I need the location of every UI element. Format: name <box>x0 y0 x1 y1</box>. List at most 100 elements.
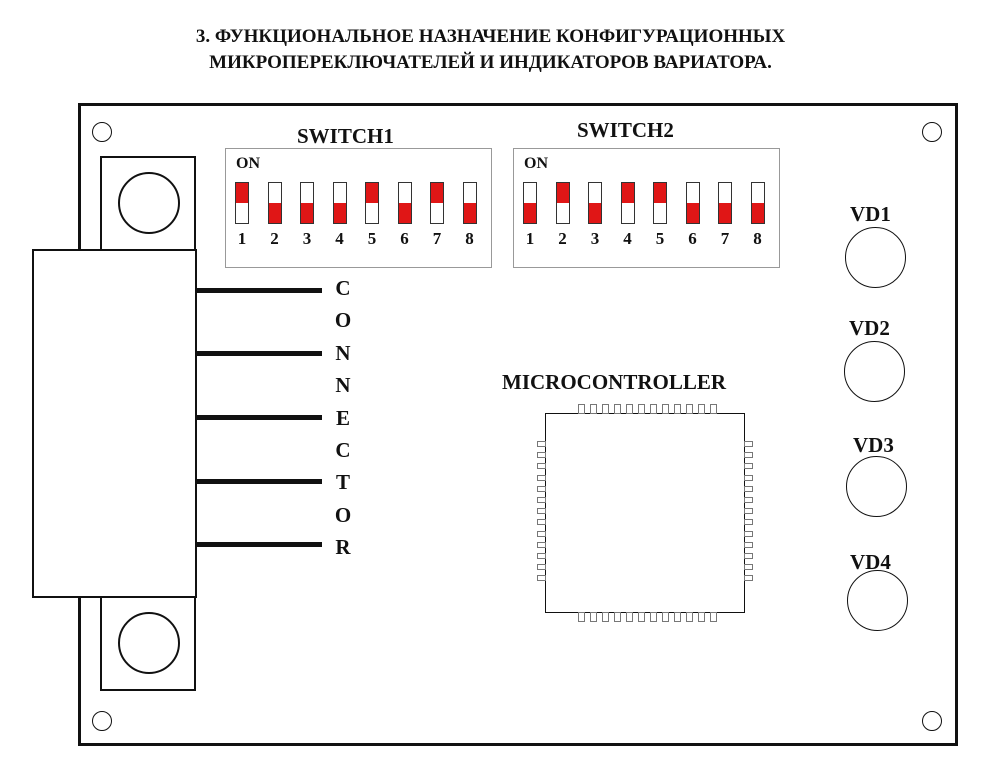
switch1-toggle-8[interactable] <box>462 182 477 224</box>
chip-pin-bottom <box>674 612 681 622</box>
switch2-knob-8 <box>751 203 764 223</box>
switch1-position-number: 5 <box>367 229 377 248</box>
connector-flange-top <box>100 156 196 251</box>
connector-letter: N <box>335 373 351 398</box>
switch2-position-number: 6 <box>688 229 697 248</box>
chip-pin-bottom <box>626 612 633 622</box>
chip-pin-right <box>744 519 753 526</box>
switch1-knob-3 <box>301 203 313 223</box>
chip-pin-right <box>744 553 753 559</box>
switch2-position-number: 1 <box>525 229 535 248</box>
switch2-toggle-6[interactable] <box>685 182 700 224</box>
connector-pin-line <box>197 288 322 293</box>
chip-pin-top <box>614 404 621 414</box>
switch1-toggle-1[interactable] <box>235 182 249 224</box>
chip-pin-right <box>744 575 753 582</box>
switch2-position-number: 7 <box>720 229 730 248</box>
switch1-position-number: 8 <box>465 229 474 248</box>
chip-pin-top <box>698 404 705 414</box>
switch1-toggle-7[interactable] <box>430 182 444 224</box>
switch1-position-number: 4 <box>335 229 344 248</box>
switch1-knob-2 <box>268 203 281 223</box>
chip-pin-right <box>744 508 753 515</box>
chip-pin-left <box>537 508 546 515</box>
mounting-hole-top-right <box>922 122 942 142</box>
switch1-toggle-6[interactable] <box>397 182 412 224</box>
connector-letter: C <box>335 438 351 462</box>
chip-pin-top <box>650 404 657 414</box>
chip-pin-right <box>744 530 753 537</box>
switch2-toggle-3[interactable] <box>588 182 602 224</box>
switch1-knob-1 <box>236 183 248 203</box>
chip-pin-top <box>662 404 669 414</box>
switch2-toggle-4[interactable] <box>620 182 635 224</box>
switch1-knob-8 <box>463 203 476 223</box>
connector-letter: R <box>335 535 351 560</box>
chip-pin-left <box>537 485 546 492</box>
chip-pin-bottom <box>602 612 609 622</box>
chip-pin-left <box>537 530 546 537</box>
switch1-on-label: ON <box>236 155 260 172</box>
connector-body <box>32 249 197 598</box>
switch2-toggle-8[interactable] <box>750 182 765 224</box>
switch2-toggle-1[interactable] <box>523 182 537 224</box>
chip-pin-left <box>537 474 546 481</box>
chip-pin-bottom <box>578 612 585 622</box>
microcontroller-label: MICROCONTROLLER <box>502 370 727 394</box>
chip-pin-right <box>744 463 753 470</box>
chip-pin-top <box>602 404 609 414</box>
chip-pin-right <box>744 485 753 492</box>
connector-letter: O <box>334 308 352 333</box>
switch2-knob-6 <box>686 203 699 223</box>
switch1-knob-4 <box>333 203 346 223</box>
connector-letter: N <box>335 340 351 365</box>
chip-pin-right <box>744 564 753 571</box>
page-title-line-1: 3. ФУНКЦИОНАЛЬНОЕ НАЗНАЧЕНИЕ КОНФИГУРАЦИ… <box>195 26 786 47</box>
switch1-position-number: 7 <box>432 229 442 248</box>
indicator-led-vd2 <box>844 341 905 402</box>
connector-pin-line <box>197 351 322 356</box>
switch2-toggle-2[interactable] <box>555 182 570 224</box>
switch2-position-number: 5 <box>655 229 665 248</box>
indicator-led-vd1 <box>845 227 906 288</box>
connector-pin-line <box>197 542 322 547</box>
switch1-position-number: 2 <box>270 229 279 248</box>
switch1-toggle-3[interactable] <box>300 182 314 224</box>
switch2-toggle-5[interactable] <box>653 182 667 224</box>
switch2-knob-3 <box>589 203 601 223</box>
switch1-position-number: 3 <box>302 229 312 248</box>
switch1-toggle-5[interactable] <box>365 182 379 224</box>
chip-pin-left <box>537 519 546 526</box>
connector-pin-line <box>197 415 322 420</box>
indicator-led-vd3 <box>846 456 907 517</box>
microcontroller-chip <box>545 413 745 613</box>
indicator-label-vd2: VD2 <box>849 316 890 340</box>
connector-letter: O <box>334 502 352 527</box>
chip-pin-bottom <box>614 612 621 622</box>
switch2-knob-1 <box>524 203 536 223</box>
switch2-position-number: 3 <box>590 229 600 248</box>
switch2-toggle-7[interactable] <box>718 182 732 224</box>
chip-pin-left <box>537 541 546 548</box>
switch1-toggle-4[interactable] <box>332 182 347 224</box>
switch2-on-label: ON <box>524 155 548 172</box>
switch2-position-number: 2 <box>558 229 567 248</box>
indicator-led-vd4 <box>847 570 908 631</box>
switch1-knob-6 <box>398 203 411 223</box>
switch1-toggle-2[interactable] <box>267 182 282 224</box>
indicator-label-vd3: VD3 <box>853 433 894 457</box>
chip-pin-right <box>744 541 753 548</box>
chip-pin-left <box>537 441 546 447</box>
chip-pin-right <box>744 497 753 503</box>
switch1-knob-5 <box>366 183 378 203</box>
chip-pin-right <box>744 452 753 459</box>
chip-pin-bottom <box>662 612 669 622</box>
indicator-label-vd1: VD1 <box>850 202 891 226</box>
mounting-hole-bottom-right <box>922 711 942 731</box>
switch1-title: SWITCH1 <box>297 124 394 148</box>
chip-pin-top <box>674 404 681 414</box>
chip-pin-bottom <box>710 612 717 622</box>
chip-pin-left <box>537 564 546 571</box>
